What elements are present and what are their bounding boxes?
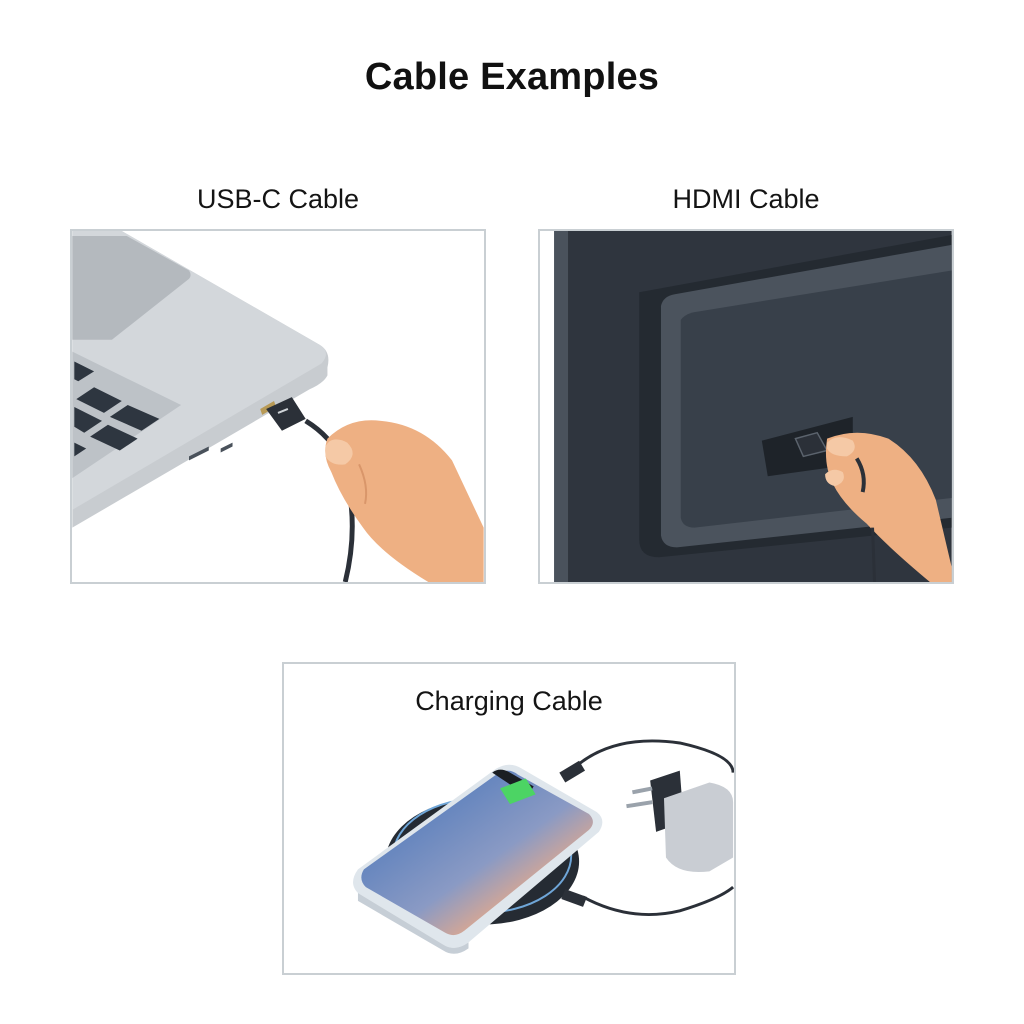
page-title: Cable Examples: [364, 56, 660, 98]
charging-panel: [282, 662, 736, 975]
usb-c-label: USB-C Cable: [196, 184, 360, 214]
usb-c-panel: [70, 229, 486, 584]
hdmi-panel: [538, 229, 954, 584]
phone-charger-illustration: [353, 739, 734, 954]
monitor-hdmi-illustration: [540, 231, 952, 582]
charging-label: Charging Cable: [415, 686, 603, 716]
hdmi-label: HDMI Cable: [672, 184, 820, 214]
laptop-usb-c-illustration: [72, 231, 484, 582]
